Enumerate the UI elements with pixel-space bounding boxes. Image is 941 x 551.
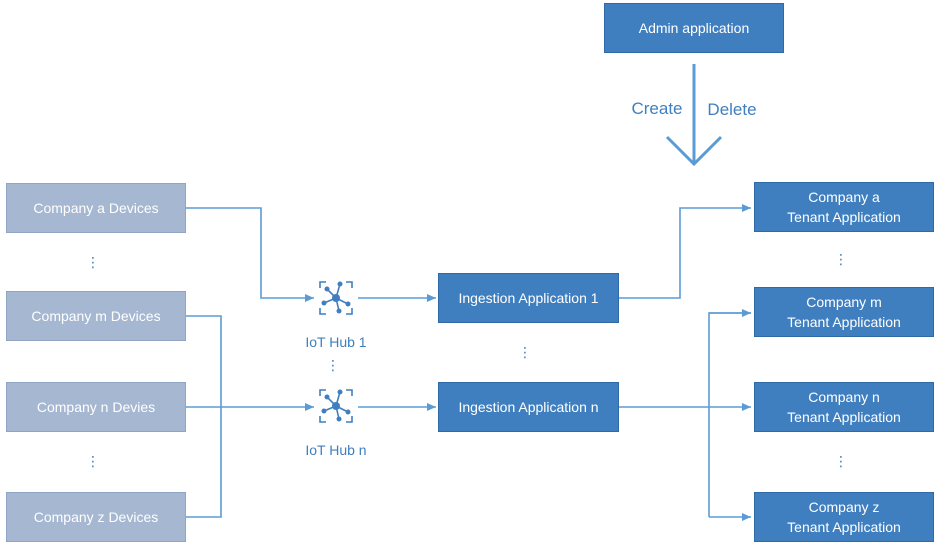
device-label-company-m: Company m Devices bbox=[31, 308, 161, 324]
connector-trunk-to-tenant-m bbox=[708, 312, 751, 517]
device-box-company-m: Company m Devices bbox=[6, 291, 186, 341]
tenant-box-company-z: Company z Tenant Application bbox=[754, 492, 934, 542]
admin-application-box: Admin application bbox=[604, 3, 784, 53]
ingestion-application-n-box: Ingestion Application n bbox=[438, 382, 619, 432]
ellipsis-tenants-1: ⋮ bbox=[834, 251, 848, 267]
tenant-company-n-line2: Tenant Application bbox=[787, 409, 901, 425]
connector-ingestion1-to-tenant-a bbox=[619, 204, 751, 299]
tenant-company-a-line2: Tenant Application bbox=[787, 209, 901, 225]
tenant-company-a-line1: Company a bbox=[808, 189, 880, 205]
admin-arrow bbox=[665, 64, 723, 167]
tenant-company-m-line1: Company m bbox=[806, 294, 882, 310]
device-label-company-a: Company a Devices bbox=[33, 200, 159, 216]
device-label-company-z: Company z Devices bbox=[33, 509, 159, 525]
device-box-company-n: Company n Devies bbox=[6, 382, 186, 432]
tenant-company-n-line1: Company n bbox=[808, 389, 880, 405]
ingestion-application-1-box: Ingestion Application 1 bbox=[438, 273, 619, 323]
device-box-company-a: Company a Devices bbox=[6, 183, 186, 233]
ellipsis-ingestion: ⋮ bbox=[518, 344, 532, 360]
tenant-company-z-line2: Tenant Application bbox=[787, 519, 901, 535]
iot-hub-n-label: IoT Hub n bbox=[305, 442, 367, 458]
ellipsis-devices-2: ⋮ bbox=[86, 453, 100, 469]
delete-label: Delete bbox=[707, 100, 757, 119]
ellipsis-tenants-2: ⋮ bbox=[834, 453, 848, 469]
iot-hub-n-icon bbox=[319, 389, 353, 423]
device-box-company-z: Company z Devices bbox=[6, 492, 186, 542]
ingestion-application-n-label: Ingestion Application n bbox=[458, 399, 599, 415]
iot-hub-1-icon bbox=[319, 281, 353, 315]
device-label-company-n: Company n Devies bbox=[36, 399, 156, 415]
iot-hub-1-label: IoT Hub 1 bbox=[305, 334, 367, 350]
connector-devices-m-z-trunk bbox=[186, 315, 222, 518]
ellipsis-devices-1: ⋮ bbox=[86, 254, 100, 270]
tenant-box-company-a: Company a Tenant Application bbox=[754, 182, 934, 232]
tenant-company-m-line2: Tenant Application bbox=[787, 314, 901, 330]
tenant-box-company-n: Company n Tenant Application bbox=[754, 382, 934, 432]
ingestion-application-1-label: Ingestion Application 1 bbox=[458, 290, 599, 306]
create-label: Create bbox=[631, 99, 683, 118]
connector-devices-a-to-hub1 bbox=[186, 207, 314, 302]
tenant-company-z-line1: Company z bbox=[808, 499, 880, 515]
admin-application-label: Admin application bbox=[638, 20, 750, 36]
ellipsis-hubs: ⋮ bbox=[326, 357, 340, 373]
tenant-box-company-m: Company m Tenant Application bbox=[754, 287, 934, 337]
